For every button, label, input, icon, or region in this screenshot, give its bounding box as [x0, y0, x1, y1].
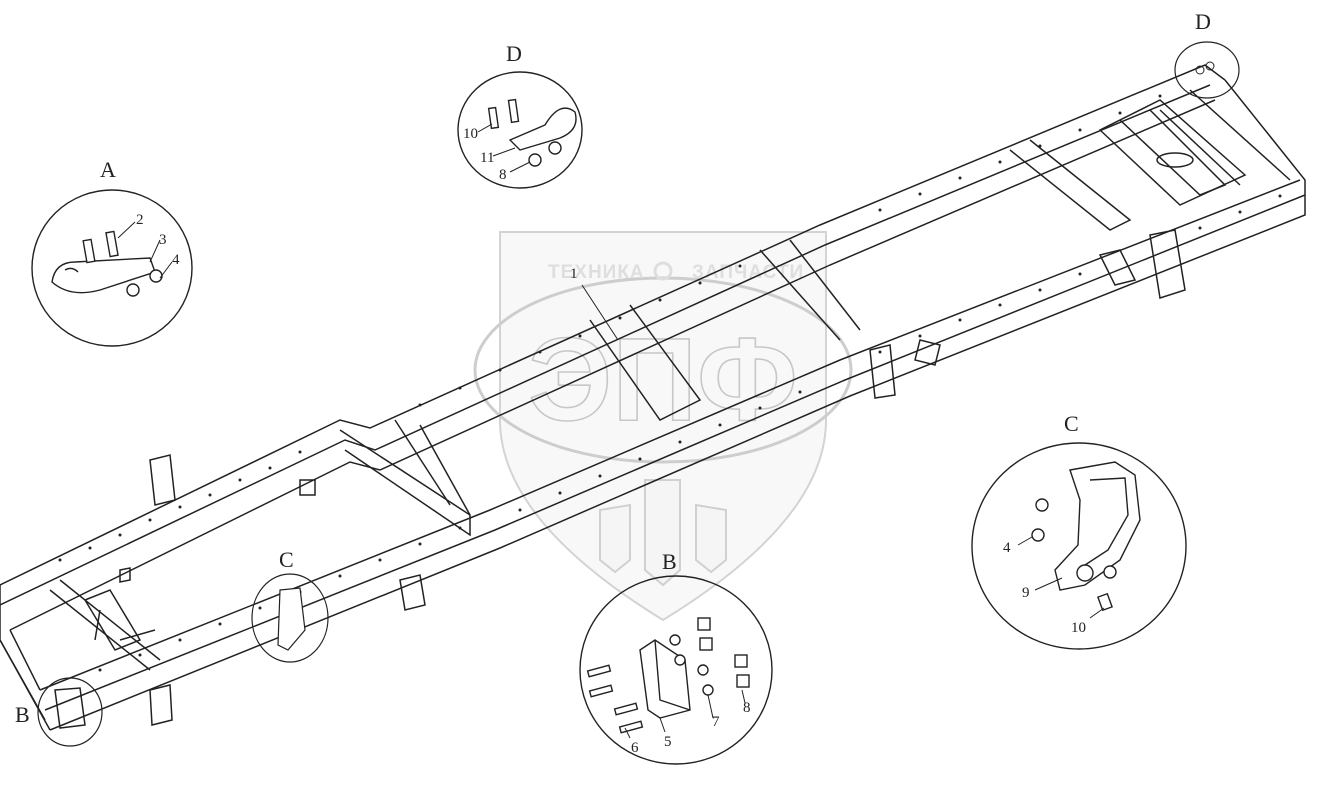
view-a-callout-4: 4: [172, 252, 180, 268]
view-c-title: C: [1064, 411, 1079, 436]
frame-marker-c: C: [251, 547, 329, 663]
frame-marker-d: D: [1174, 9, 1240, 99]
frame-marker-b: B: [15, 677, 103, 747]
view-d-title: D: [506, 41, 522, 66]
chassis-frame: [0, 64, 1306, 731]
frame-marker-d-title: D: [1195, 9, 1211, 34]
view-b-title: B: [662, 549, 677, 574]
view-c-callout-4: 4: [1003, 540, 1011, 556]
view-b-callout-5: 5: [664, 734, 672, 750]
view-b-callout-7: 7: [712, 714, 720, 730]
watermark-left-word: ТЕХНИКА: [548, 262, 645, 283]
view-b-callout-8: 8: [743, 700, 751, 716]
frame-callout-1: 1: [570, 266, 578, 282]
view-d-callout-8: 8: [499, 167, 507, 183]
view-b-callout-6: 6: [631, 740, 639, 756]
view-d-callout-11: 11: [480, 150, 494, 166]
gear-icon: [653, 261, 673, 281]
view-a-callout-2: 2: [136, 212, 144, 228]
view-c-callout-10: 10: [1071, 620, 1086, 636]
view-d-callout-10: 10: [463, 126, 478, 142]
frame-marker-c-title: C: [279, 547, 294, 572]
view-a-callout-3: 3: [159, 232, 167, 248]
watermark-letters: ЭПФ: [528, 314, 797, 446]
view-c-callout-9: 9: [1022, 585, 1030, 601]
frame-marker-b-title: B: [15, 702, 30, 727]
detail-view-b: B 6 5 7 8: [579, 549, 773, 765]
detail-view-a: A 2 3 4: [31, 157, 193, 347]
watermark: ТЕХНИКА ЗАПЧАСТИ ЭПФ: [473, 231, 853, 622]
detail-view-c: C 4 9 10: [971, 411, 1187, 650]
detail-view-d-top: D 10 11 8: [457, 41, 583, 189]
view-a-title: A: [100, 157, 116, 182]
